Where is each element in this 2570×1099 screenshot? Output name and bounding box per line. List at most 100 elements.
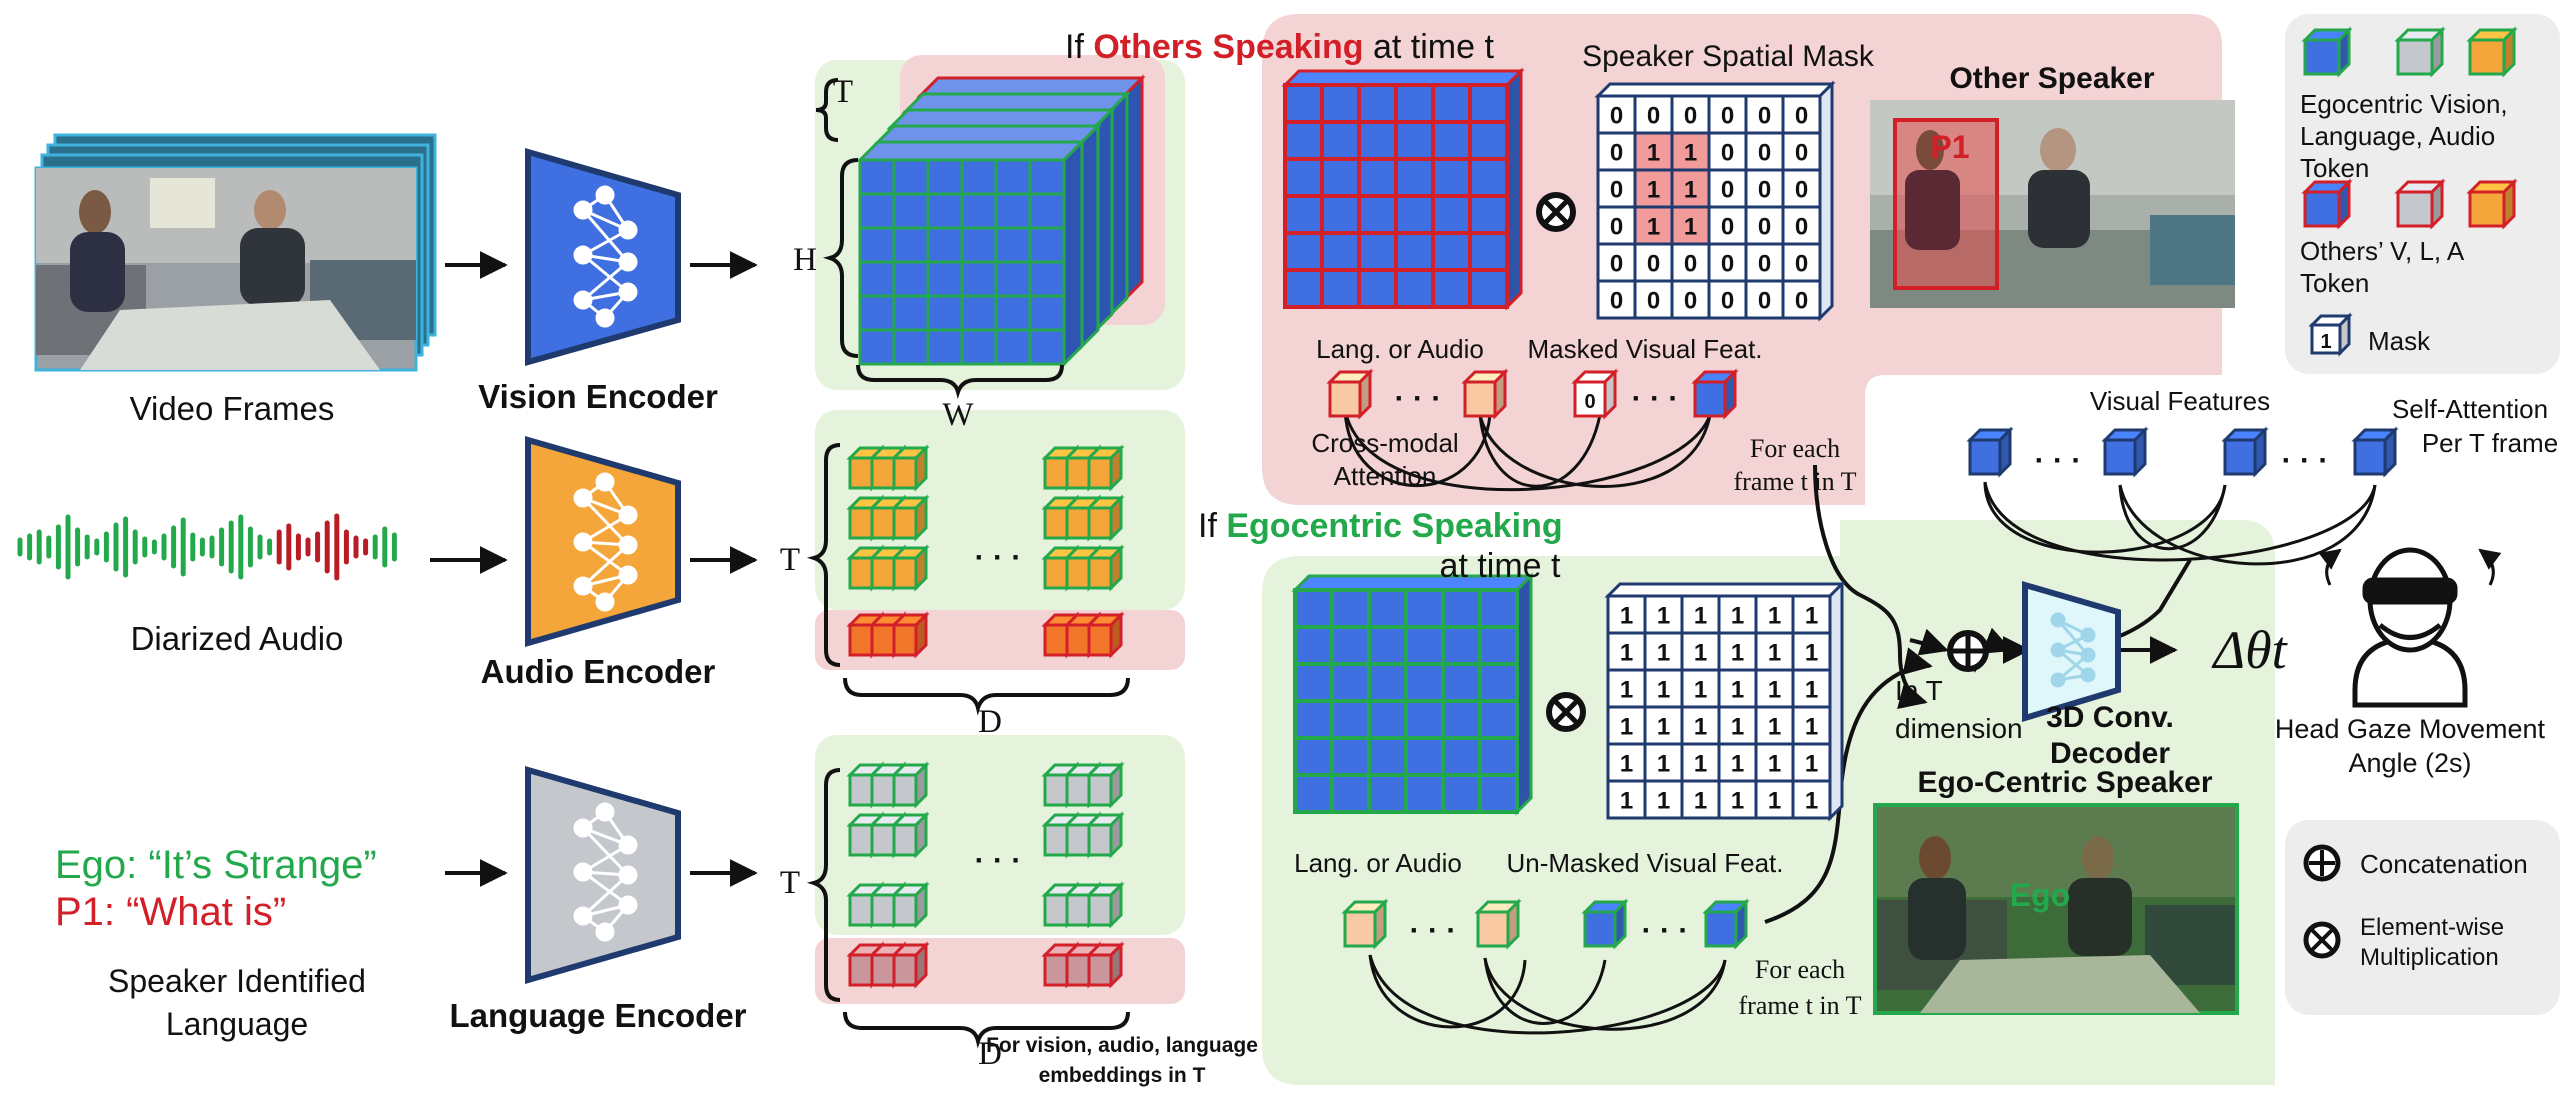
legend-others-vision-token [2301,178,2353,230]
visual-cell [1357,120,1398,161]
mask-cell-value: 0 [1721,288,1734,315]
others-lang-audio-token [1326,368,1374,420]
audio-token [1085,544,1125,592]
heading-part: Others Speaking [1084,28,1364,66]
vision-cell [892,294,930,332]
self-attention-visual-token [2101,426,2149,478]
mask-cell-value: 0 [1721,177,1734,204]
vision-cell [994,294,1032,332]
ego-curve-3 [1483,957,1727,1031]
brace-T-audio [806,443,841,667]
mask-cell [1680,779,1721,820]
audio-encoder [525,436,681,647]
ellipsis: · · · [1642,914,1689,947]
ego-curve-4 [1483,957,1607,1025]
multiply-icon [1536,192,1576,232]
heading-part: Egocentric Speaking [1217,507,1563,545]
visual-cell [1478,699,1519,740]
masked-token-value: 0 [1584,391,1595,413]
visual-cell [1441,699,1482,740]
visual-cell [1478,736,1519,777]
mask-cell-value: 1 [1768,640,1781,667]
mask-cell-value: 1 [1768,714,1781,741]
visual-cell [1404,736,1445,777]
others-lang-audio-token [1461,368,1509,420]
mask-cell-value: 0 [1758,214,1771,241]
language-token [1085,881,1125,929]
vision-cell [926,158,964,196]
vision-cell [892,192,930,230]
mask-cell-value: 1 [1768,603,1781,630]
dim-D-label: D [978,704,1002,740]
mask-cell-value: 1 [1684,177,1697,204]
legend-others-audio-token [2466,178,2518,230]
ego-lang-audio-token [1474,898,1522,950]
vision-cell [1028,192,1066,230]
mask-cell-value: 0 [1721,103,1734,130]
concatenation-icon [1947,630,1989,672]
visual-cell [1441,625,1482,666]
ego-curve-2 [1368,954,1727,1035]
vision-cell [926,260,964,298]
mask-cell-value: 1 [1731,714,1744,741]
visual-cell [1283,83,1324,124]
mask-cell [1791,705,1832,746]
ellipsis: · · · [975,844,1022,877]
visual-cell [1441,662,1482,703]
mask-cell [1643,668,1684,709]
visual-cell [1283,231,1324,272]
visual-cell [1367,736,1408,777]
speaker-language-label: Language [166,1006,308,1042]
legend-mult-label: Multiplication [2360,944,2499,971]
vision-cell [1028,158,1066,196]
visual-cell [1357,231,1398,272]
mask-cell-value: 1 [1684,214,1697,241]
decoder-network-icon [2050,612,2096,688]
mask-cell-value: 0 [1610,177,1623,204]
embeddings-note: embeddings in T [1039,1064,1206,1087]
mask-cell-value: 1 [1620,603,1633,630]
visual-cell [1330,662,1371,703]
mask-cell-value: 0 [1684,288,1697,315]
cross-modal-label: Cross-modal [1311,428,1458,458]
mask-cell-value: 1 [1731,640,1744,667]
vision-cell [858,158,896,196]
mask-cell-value: 1 [1768,751,1781,778]
visual-cell [1330,588,1371,629]
vision-cell [994,192,1032,230]
ego-speaker-title: Ego-Centric Speaker [1917,766,2212,799]
mask-cell-value: 1 [1647,214,1660,241]
legend-concat-label: Concatenation [2360,849,2528,879]
brace-H [822,158,859,358]
visual-cell [1293,773,1334,814]
language-encoder-label: Language Encoder [449,997,746,1034]
vision-cell [858,260,896,298]
visual-cell [1404,699,1445,740]
visual-cell [1330,736,1371,777]
mask-cell [1606,779,1647,820]
mask-cell-value: 0 [1795,288,1808,315]
visual-cell [1283,120,1324,161]
visual-cell [1468,157,1509,198]
vision-cell [994,226,1032,264]
mask-cell-value: 1 [1657,640,1670,667]
mask-cell-value: 1 [1620,640,1633,667]
cross-modal-label: Attention [1334,461,1437,491]
dim-W-label: W [942,397,974,433]
visual-cell [1431,83,1472,124]
concat-dimension-label: dimension [1895,713,2023,744]
visual-cell [1320,157,1361,198]
visual-cell [1478,662,1519,703]
legend-mask-label: Mask [2368,326,2431,356]
legend-ego-vision-token [2301,26,2353,78]
vision-cell [960,328,998,366]
diarized-audio-waveform [17,513,397,581]
others-speaking-heading: If Others Speaking at time t [1065,28,1494,66]
visual-cell [1357,157,1398,198]
masked-visual-label: Masked Visual Feat. [1527,334,1762,364]
operator-legend-panel [2285,820,2560,1015]
mask-cell-value: 1 [1694,640,1707,667]
mask-cell [1633,279,1674,320]
speaker-language-label: Speaker Identified [108,963,366,999]
